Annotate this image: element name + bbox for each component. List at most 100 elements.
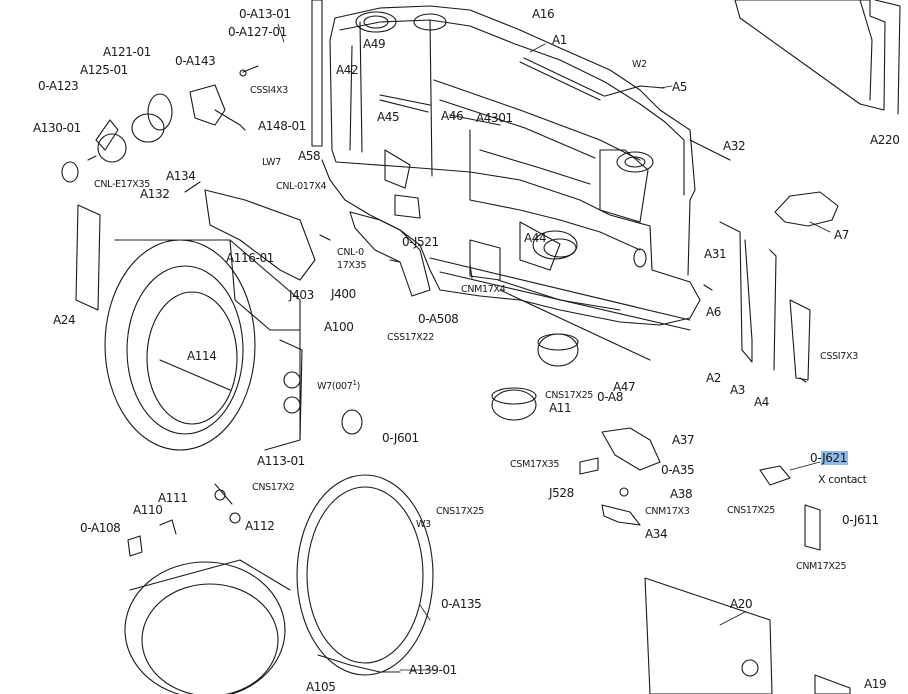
label-csm17x35: CSM17X35 bbox=[510, 459, 560, 470]
label-a6: A6 bbox=[706, 305, 722, 319]
label-cnl-0: CNL-0 bbox=[337, 247, 364, 258]
label-a139-01: A139-01 bbox=[409, 663, 457, 677]
label-cnl-e17x35: CNL-E17X35 bbox=[94, 179, 150, 190]
label-a132: A132 bbox=[140, 187, 170, 201]
label-a123: 0-A123 bbox=[38, 79, 79, 93]
contact-parts bbox=[579, 427, 821, 551]
label-a2: A2 bbox=[706, 371, 722, 385]
panel-a220 bbox=[734, 0, 901, 115]
label-a47: A47 bbox=[613, 380, 636, 394]
label-w2: W2 bbox=[632, 59, 647, 70]
screws bbox=[87, 65, 807, 383]
label-a100: A100 bbox=[324, 320, 354, 334]
strip-a58 bbox=[311, 0, 323, 147]
label-css17x3: CSSI7X3 bbox=[820, 351, 858, 362]
w7-close: ) bbox=[356, 381, 361, 393]
label-a38: A38 bbox=[670, 487, 693, 501]
w7-sup: 1 bbox=[352, 379, 357, 387]
label-css17x22: CSS17X22 bbox=[387, 332, 434, 343]
pin-a32 bbox=[689, 139, 731, 161]
label-a116-01: A116-01 bbox=[226, 251, 274, 265]
camera-body bbox=[321, 5, 701, 331]
label-j403: J403 bbox=[289, 288, 314, 302]
label-a114: A114 bbox=[187, 349, 217, 363]
w7-text: W7(007 bbox=[317, 381, 353, 393]
label-a105: A105 bbox=[306, 680, 336, 694]
label-a134: A134 bbox=[166, 169, 196, 183]
label-a46: A46 bbox=[441, 109, 464, 123]
label-a16: A16 bbox=[532, 7, 555, 21]
label-cns17x25-c: CNS17X25 bbox=[727, 505, 776, 516]
label-j400: J400 bbox=[331, 287, 356, 301]
label-a130-01: A130-01 bbox=[33, 121, 81, 135]
label-a220: A220 bbox=[870, 133, 900, 147]
label-a44: A44 bbox=[524, 231, 547, 245]
plate-a44 bbox=[532, 230, 578, 260]
label-cssi4x3: CSSI4X3 bbox=[250, 85, 288, 96]
label-cnm17x4: CNM17X4 bbox=[461, 284, 506, 295]
bracket-a31 bbox=[719, 221, 811, 381]
small-parts bbox=[127, 483, 241, 557]
label-j521: 0-J521 bbox=[402, 235, 439, 249]
label-a4301: A4301 bbox=[476, 111, 513, 125]
leader-lines bbox=[277, 23, 831, 671]
label-a1: A1 bbox=[552, 33, 568, 47]
label-a19: A19 bbox=[864, 677, 887, 691]
label-cnm17x3: CNM17X3 bbox=[645, 506, 690, 517]
label-x-contact: X contact bbox=[818, 473, 867, 486]
label-j611: 0-J611 bbox=[842, 513, 879, 527]
label-cns17x25-b: CNS17X25 bbox=[436, 506, 485, 517]
lens-mount-a100 bbox=[104, 239, 303, 451]
label-cns17x2: CNS17X2 bbox=[252, 482, 295, 493]
label-a35: 0-A35 bbox=[661, 463, 695, 477]
label-a11: A11 bbox=[549, 401, 572, 415]
switch-j521 bbox=[349, 211, 431, 297]
shaft-a47 bbox=[499, 289, 651, 361]
label-17x35: 17X35 bbox=[337, 260, 367, 271]
rod-a1 bbox=[519, 61, 601, 101]
label-a110: A110 bbox=[133, 503, 163, 517]
ring-a135 bbox=[296, 474, 434, 676]
label-a37: A37 bbox=[672, 433, 695, 447]
label-a108: 0-A108 bbox=[80, 521, 121, 535]
label-a135: 0-A135 bbox=[441, 597, 482, 611]
label-a5: A5 bbox=[672, 80, 688, 94]
label-cns17x25-a: CNS17X25 bbox=[545, 390, 594, 401]
label-a24: A24 bbox=[53, 313, 76, 327]
label-w3: W3 bbox=[416, 519, 431, 530]
label-a143: 0-A143 bbox=[175, 54, 216, 68]
plate-a7 bbox=[774, 191, 839, 227]
bracket-a116 bbox=[204, 189, 316, 281]
label-a49: A49 bbox=[363, 37, 386, 51]
dial-parts bbox=[61, 84, 246, 183]
label-a34: A34 bbox=[645, 527, 668, 541]
ring-a105 bbox=[124, 561, 286, 694]
label-lw7: LW7 bbox=[262, 157, 281, 168]
plate-a20 bbox=[644, 577, 773, 694]
label-a45: A45 bbox=[377, 110, 400, 124]
label-j621: 0-J621 bbox=[810, 451, 849, 465]
spring-a5 bbox=[604, 85, 665, 97]
label-a508: 0-A508 bbox=[418, 312, 459, 326]
label-a20: A20 bbox=[730, 597, 753, 611]
label-a111: A111 bbox=[158, 491, 188, 505]
label-w7: W7(0071) bbox=[317, 377, 360, 393]
label-a58: A58 bbox=[298, 149, 321, 163]
label-j601: 0-J601 bbox=[382, 431, 419, 445]
label-cnm17x25: CNM17X25 bbox=[796, 561, 847, 572]
circular-parts bbox=[341, 333, 579, 435]
j621-prefix: 0- bbox=[810, 451, 822, 465]
label-j528: J528 bbox=[549, 486, 574, 500]
plate-a19 bbox=[814, 674, 851, 694]
label-a32: A32 bbox=[723, 139, 746, 153]
label-a121-01: A121-01 bbox=[103, 45, 151, 59]
wire-a139 bbox=[317, 654, 401, 673]
label-a7: A7 bbox=[834, 228, 850, 242]
label-a127-01: 0-A127-01 bbox=[228, 25, 287, 39]
label-a31: A31 bbox=[704, 247, 727, 261]
label-a13-01: 0-A13-01 bbox=[239, 7, 291, 21]
plate-a24 bbox=[75, 204, 101, 311]
label-a4: A4 bbox=[754, 395, 770, 409]
